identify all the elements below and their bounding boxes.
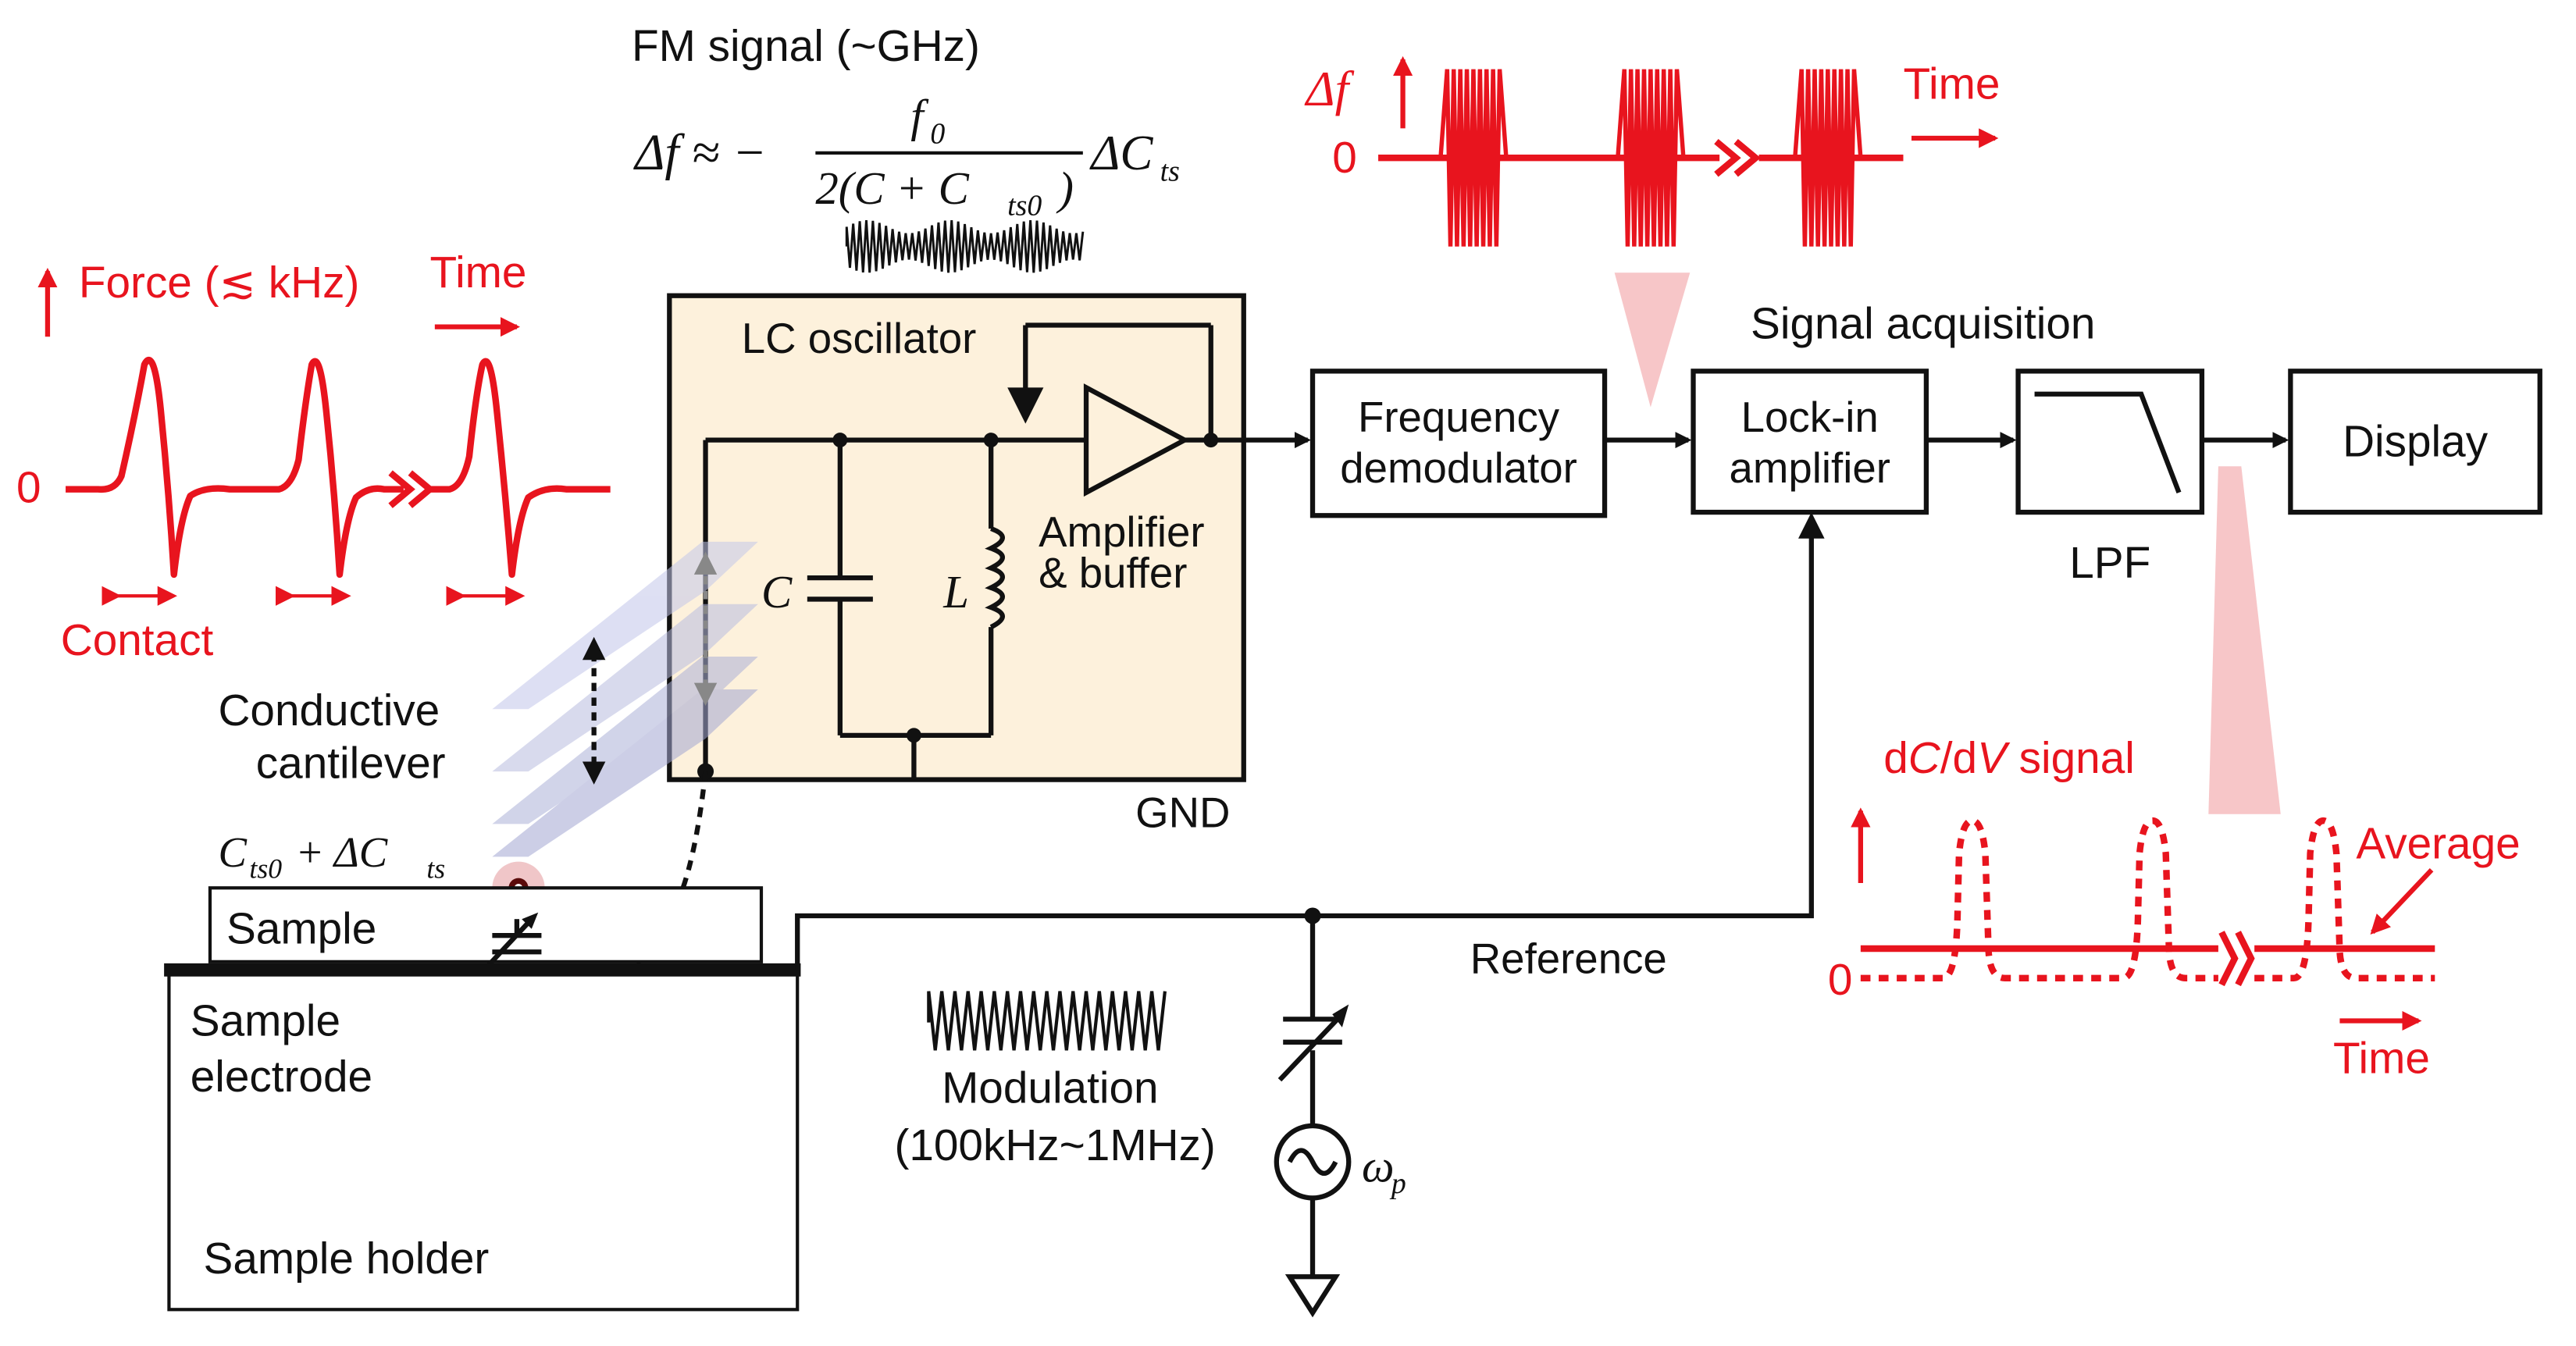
lockin-label-1: Lock-in xyxy=(1741,393,1879,441)
contact-label: Contact xyxy=(61,616,214,665)
dcdv-title-pre: d xyxy=(1883,734,1908,783)
gray-arrow-head-up xyxy=(693,551,718,575)
cantilever-label-1: Conductive xyxy=(218,686,440,735)
dcdv-dotted-signal xyxy=(1860,817,2218,982)
fm-title: FM signal (~GHz) xyxy=(632,22,980,71)
delta-f-burst-3 xyxy=(1793,69,1863,247)
lc-oscillator-title: LC oscillator xyxy=(742,315,977,362)
fm-eq-denominator-sub: ts0 xyxy=(1007,190,1042,223)
cap-label-b: + ΔC xyxy=(295,828,388,876)
variable-capacitor-tip xyxy=(483,917,542,970)
reference-arrow-head xyxy=(1797,512,1825,539)
capacitor-c-label: C xyxy=(761,567,793,618)
delta-f-bursts xyxy=(1438,69,1863,247)
freq-demod-label-2: demodulator xyxy=(1340,444,1577,492)
omega-label: ω xyxy=(1362,1141,1395,1191)
fm-eq-lhs: Δf ≈ − xyxy=(632,125,767,181)
dcdv-dotted-signal-2 xyxy=(2254,817,2435,982)
fm-equation: Δf ≈ − f 0 2(C + C ts0 ) ΔC ts xyxy=(632,91,1180,223)
frequency-demodulator-block xyxy=(1309,369,1608,518)
force-waveform xyxy=(66,357,404,579)
signal-acquisition-label: Signal acquisition xyxy=(1751,299,2095,348)
cap-label-b-sub: ts xyxy=(426,853,445,885)
gray-arrow-head-down xyxy=(693,682,718,707)
dcdv-title-c: C xyxy=(1908,734,1941,783)
force-plot: Force (≲ kHz) Time 0 Contact xyxy=(16,248,611,665)
force-waveform-2 xyxy=(429,358,611,579)
electrode-label-1: Sample xyxy=(191,996,340,1045)
fm-eq-numerator: f xyxy=(910,91,929,142)
reference-node xyxy=(1304,907,1321,924)
cap-label-a: C xyxy=(218,828,247,876)
display-block xyxy=(2288,369,2542,515)
dcdv-title-post: signal xyxy=(2007,734,2135,783)
dcdv-average-label: Average xyxy=(2356,819,2520,868)
gnd-label: GND xyxy=(1135,789,1230,837)
amplifier-label-2: & buffer xyxy=(1039,550,1187,597)
dcdv-title-v: V xyxy=(1977,734,2011,783)
dcdv-average-arrow xyxy=(2370,867,2434,935)
conductive-cantilever xyxy=(492,541,758,857)
fm-eq-numerator-sub: 0 xyxy=(930,117,945,150)
ground-icon xyxy=(1284,1274,1341,1318)
ghz-carrier-wave-path xyxy=(845,219,1085,273)
fm-eq-rhs-sub: ts xyxy=(1160,155,1180,188)
variable-capacitor-tip-arrowhead xyxy=(522,912,539,929)
amplifier-label-1: Amplifier xyxy=(1039,508,1204,556)
sample-box xyxy=(208,886,764,963)
force-axis-label: Force (≲ kHz) xyxy=(79,258,359,308)
modulation-wave xyxy=(927,991,1167,1051)
fm-eq-denominator-close: ) xyxy=(1056,163,1074,214)
force-zero-label: 0 xyxy=(16,463,41,512)
dcdv-break-mark xyxy=(2218,931,2255,987)
fm-eq-denominator: 2(C + C xyxy=(815,163,969,214)
delta-f-time-label: Time xyxy=(1903,60,2000,109)
sample-holder-label: Sample holder xyxy=(204,1234,490,1284)
delta-f-break-mark xyxy=(1714,138,1761,177)
modulation-label-2: (100kHz~1MHz) xyxy=(894,1121,1215,1170)
dcdv-time-label: Time xyxy=(2333,1034,2430,1084)
delta-f-axis-label: Δf xyxy=(1304,62,1355,116)
force-time-label: Time xyxy=(430,248,527,297)
lpf-response-icon xyxy=(2034,391,2182,493)
reference-label: Reference xyxy=(1470,935,1667,983)
cap-label-a-sub: ts0 xyxy=(249,853,282,885)
ghz-carrier-wave xyxy=(845,219,1085,273)
ac-source-sine-icon xyxy=(1287,1148,1338,1176)
lpf-label: LPF xyxy=(2069,539,2150,588)
cantilever-label-2: cantilever xyxy=(256,739,446,788)
lc-oscillator-box xyxy=(667,293,1246,782)
delta-f-plot: Δf 0 Time xyxy=(1304,55,2000,247)
modulation-wave-path xyxy=(927,991,1167,1051)
black-arrow-head-up xyxy=(582,636,606,661)
delta-f-zero: 0 xyxy=(1332,134,1357,183)
variable-capacitor-source xyxy=(1277,1012,1345,1082)
display-label: Display xyxy=(2343,418,2489,467)
dcdv-cone xyxy=(2208,466,2281,814)
sample-label: Sample xyxy=(226,905,376,954)
force-break-mark xyxy=(388,470,436,508)
dcdv-plot: dC/dV signal 0 Average Time xyxy=(1828,734,2521,1084)
electrode-label-2: electrode xyxy=(191,1052,372,1102)
black-arrow-head-down xyxy=(582,761,606,785)
freq-demod-label-1: Frequency xyxy=(1358,393,1560,441)
omega-sub-label: p xyxy=(1389,1167,1406,1200)
feedback-arrow-head xyxy=(1007,387,1044,424)
inductor-l-label: L xyxy=(942,567,969,618)
delta-f-cone xyxy=(1614,272,1691,408)
lockin-amplifier-block xyxy=(1691,369,1929,515)
modulation-label-1: Modulation xyxy=(942,1064,1158,1113)
lockin-label-2: amplifier xyxy=(1729,444,1890,492)
dcdv-title: dC/dV signal xyxy=(1883,734,2135,783)
dcdv-title-mid: /d xyxy=(1940,734,1977,783)
dcdv-zero: 0 xyxy=(1828,956,1853,1005)
sample-holder-box xyxy=(167,967,800,1312)
delta-f-burst-1 xyxy=(1438,69,1509,247)
delta-f-burst-2 xyxy=(1616,69,1686,247)
fm-eq-rhs: ΔC xyxy=(1088,126,1153,180)
variable-capacitor-source-arrowhead xyxy=(1332,1004,1349,1027)
